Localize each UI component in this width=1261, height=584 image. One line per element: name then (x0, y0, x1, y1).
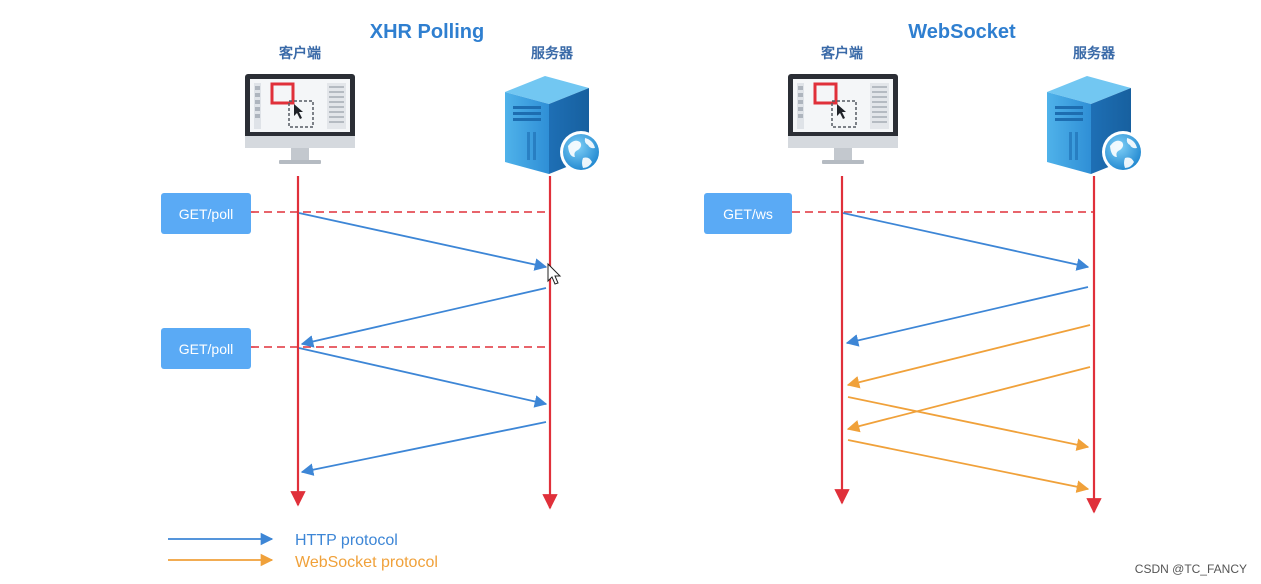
watermark-text: CSDN @TC_FANCY (1135, 562, 1247, 576)
legend: HTTP protocol WebSocket protocol (168, 532, 438, 571)
websocket-arrow (847, 396, 1090, 451)
websocket-arrow (846, 324, 1091, 389)
xhr-request-box: GET/poll (161, 328, 251, 369)
http-arrow (300, 287, 547, 348)
websocket-arrow (847, 439, 1090, 493)
xhr-request-label: GET/poll (179, 206, 233, 222)
ws-client-label: 客户端 (820, 45, 863, 62)
http-arrow (845, 286, 1089, 347)
ws-server-label: 服务器 (1073, 45, 1116, 62)
legend-ws-label: WebSocket protocol (295, 554, 438, 571)
server-globe-icon (1047, 76, 1144, 174)
server-globe-icon (505, 76, 602, 174)
http-arrow (298, 212, 548, 271)
xhr-request-box: GET/poll (161, 193, 251, 234)
ws-request-box: GET/ws (704, 193, 792, 234)
ws-request-label: GET/ws (723, 206, 773, 222)
legend-http-label: HTTP protocol (295, 532, 398, 549)
mouse-cursor-icon (547, 262, 562, 285)
monitor-icon (786, 72, 900, 166)
websocket-arrow (846, 366, 1091, 433)
monitor-icon (243, 72, 357, 166)
http-arrow (300, 421, 547, 476)
http-arrow (298, 347, 548, 408)
http-arrow (842, 212, 1090, 271)
xhr-polling-title: XHR Polling (370, 21, 484, 43)
xhr-client-label: 客户端 (278, 45, 321, 62)
websocket-title: WebSocket (908, 21, 1016, 43)
xhr-server-label: 服务器 (531, 45, 574, 62)
xhr-request-label: GET/poll (179, 341, 233, 357)
